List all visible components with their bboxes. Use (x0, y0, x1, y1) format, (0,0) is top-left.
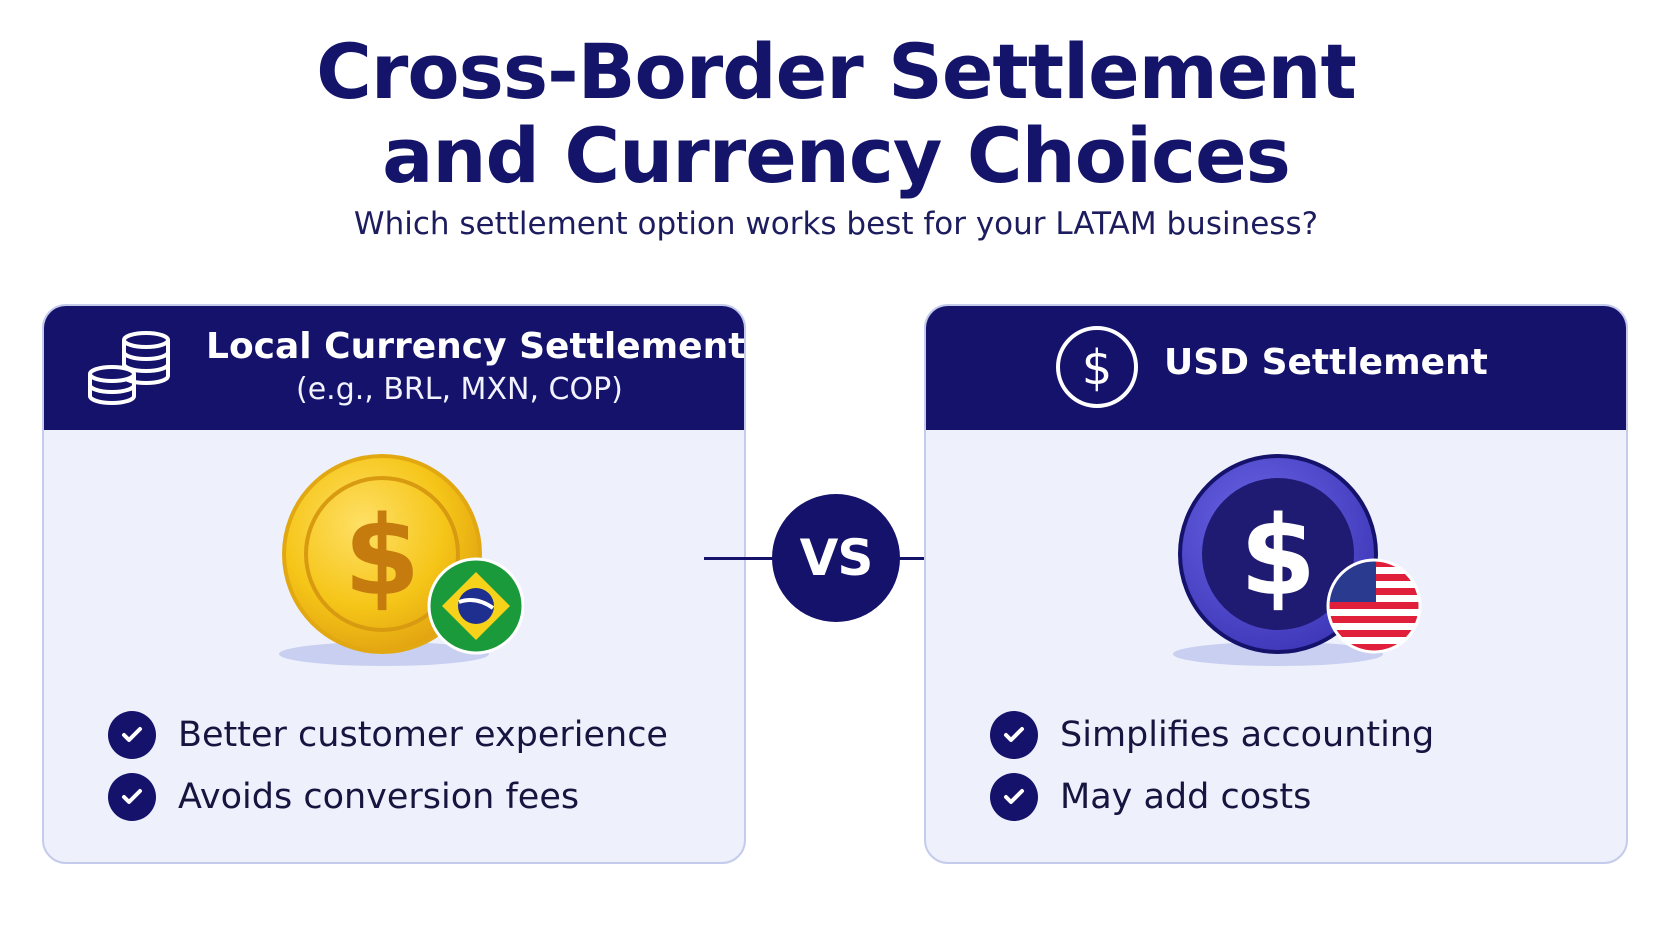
local-currency-examples: (e.g., BRL, MXN, COP) (296, 372, 623, 407)
feature-text: Simplifies accounting (1060, 715, 1435, 755)
feature-text: May add costs (1060, 777, 1312, 817)
list-item: May add costs (990, 766, 1434, 828)
feature-text: Better customer experience (178, 715, 668, 755)
checkmark-icon (990, 773, 1038, 821)
list-item: Better customer experience (108, 704, 668, 766)
vs-badge: VS (772, 494, 900, 622)
us-flag-icon (1326, 558, 1422, 654)
usd-header: $ USD Settlement (926, 306, 1626, 430)
title-line-1: Cross-Border Settlement (316, 27, 1357, 116)
usd-panel: $ USD Settlement $ (924, 304, 1628, 864)
list-item: Avoids conversion fees (108, 766, 668, 828)
gold-coin-brazil-flag-illustration: $ (279, 454, 524, 666)
page-title: Cross-Border Settlement and Currency Cho… (0, 30, 1672, 198)
feature-text: Avoids conversion fees (178, 777, 580, 817)
checkmark-icon (108, 773, 156, 821)
usd-features: Simplifies accounting May add costs (990, 704, 1434, 828)
local-currency-title: Local Currency Settlement (206, 326, 746, 367)
local-currency-header: Local Currency Settlement (e.g., BRL, MX… (44, 306, 744, 430)
svg-text:$: $ (344, 492, 421, 620)
checkmark-icon (990, 711, 1038, 759)
list-item: Simplifies accounting (990, 704, 1434, 766)
local-currency-features: Better customer experience Avoids conver… (108, 704, 668, 828)
purple-coin-us-flag-illustration: $ (1173, 454, 1422, 666)
brazil-flag-icon (427, 557, 524, 655)
dollar-circle-icon: $ (1056, 326, 1138, 408)
svg-text:$: $ (1082, 340, 1113, 396)
page-subtitle: Which settlement option works best for y… (353, 206, 1319, 242)
checkmark-icon (108, 711, 156, 759)
vs-divider-left (704, 557, 776, 560)
coins-stack-icon (88, 331, 170, 405)
usd-title: USD Settlement (1164, 342, 1488, 383)
svg-text:$: $ (1240, 492, 1317, 620)
title-line-2: and Currency Choices (382, 111, 1291, 200)
local-currency-panel: Local Currency Settlement (e.g., BRL, MX… (42, 304, 746, 864)
